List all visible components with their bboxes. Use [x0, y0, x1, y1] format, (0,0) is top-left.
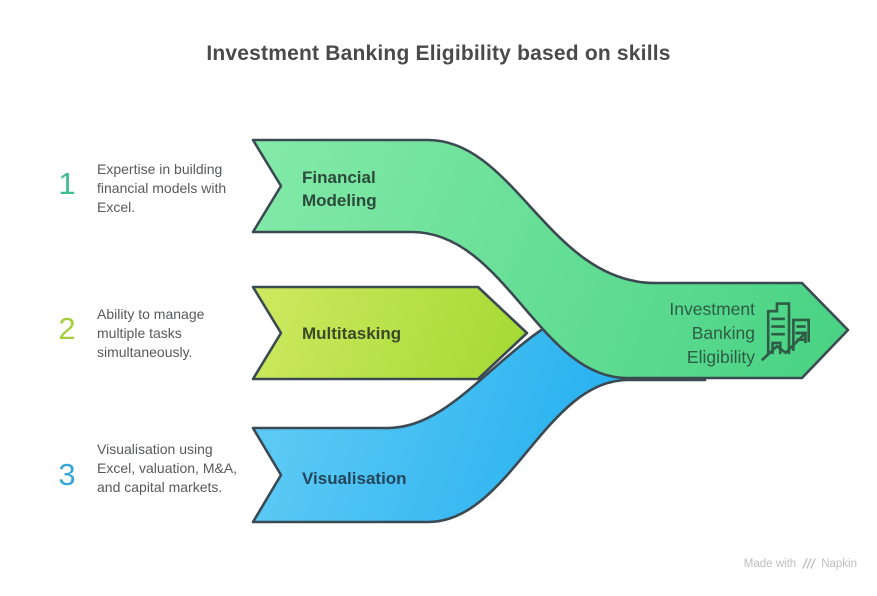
step-1-band-label: Financial Modeling — [302, 168, 377, 210]
result-label: Investment Banking Eligibility — [669, 299, 755, 367]
step-3-number: 3 — [58, 457, 76, 492]
napkin-logo-icon — [802, 558, 816, 569]
multitasking-ribbon — [251, 285, 529, 381]
building-growth-chart-icon — [754, 296, 824, 373]
step-3-band-label: Visualisation — [302, 469, 407, 488]
step-2-band-label: Multitasking — [302, 324, 402, 343]
made-with-text: Made with — [743, 557, 797, 570]
step-2-description: Ability to manage multiple tasks simulta… — [97, 306, 205, 360]
made-with-napkin-badge[interactable]: Made with Napkin — [744, 557, 857, 570]
step-1-number: 1 — [58, 166, 76, 201]
brand-text: Napkin — [821, 557, 857, 570]
step-1-description: Expertise in building financial models w… — [97, 161, 227, 215]
page-title: Investment Banking Eligibility based on … — [206, 42, 671, 65]
step-3-description: Visualisation using Excel, valuation, M&… — [97, 441, 238, 495]
step-2-number: 2 — [58, 311, 76, 346]
financial-modeling-result-ribbon — [251, 138, 850, 380]
